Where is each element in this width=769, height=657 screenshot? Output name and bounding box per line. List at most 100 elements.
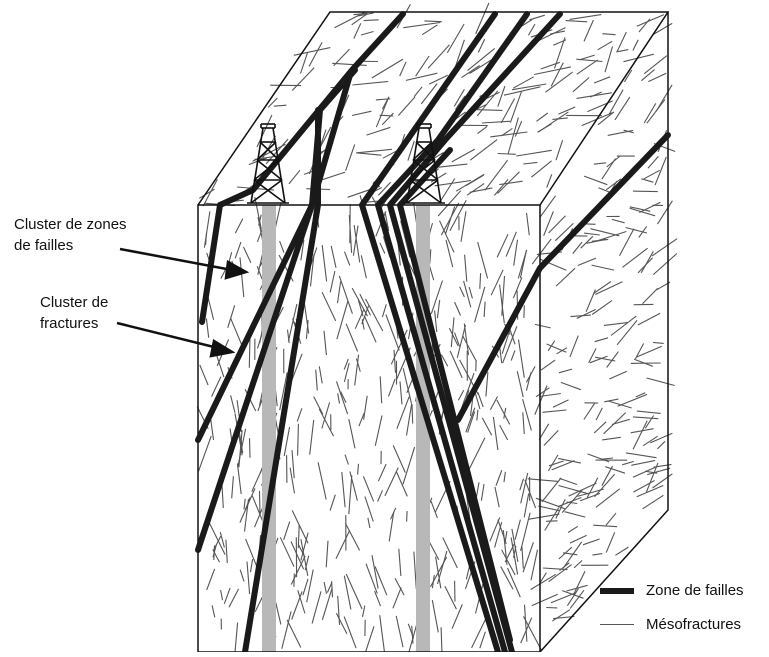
mesofracture: [644, 56, 667, 74]
mesofracture: [521, 513, 531, 551]
mesofracture: [486, 372, 488, 396]
mesofracture: [478, 126, 488, 133]
mesofracture: [635, 344, 643, 359]
mesofracture: [316, 370, 318, 391]
mesofracture: [559, 486, 589, 494]
mesofracture: [355, 309, 364, 328]
mesofracture: [394, 350, 396, 373]
legend-label: Zone de failles: [646, 582, 744, 599]
mesofracture: [460, 287, 465, 297]
mesofracture: [416, 56, 430, 76]
mesofracture: [544, 430, 558, 445]
mesofracture: [537, 113, 548, 121]
mesofracture: [607, 157, 620, 168]
mesofracture: [501, 99, 514, 124]
mesofracture: [552, 610, 570, 621]
mesofracture: [566, 21, 588, 22]
mesofracture: [563, 542, 581, 568]
mesofracture: [495, 487, 499, 507]
mesofracture: [511, 350, 515, 360]
arrowhead-fault-cluster: [226, 262, 246, 278]
mesofracture: [240, 570, 244, 582]
mesofracture: [641, 251, 653, 272]
mesofracture: [361, 32, 373, 36]
mesofracture: [400, 62, 406, 76]
mesofracture: [545, 508, 559, 531]
mesofracture: [482, 121, 510, 123]
mesofracture: [657, 441, 665, 449]
mesofracture: [368, 518, 370, 528]
mesofracture: [606, 532, 615, 552]
mesofracture: [292, 591, 302, 619]
mesofracture: [592, 554, 602, 556]
mesofracture: [596, 408, 602, 420]
mesofracture: [380, 243, 385, 254]
mesofracture: [354, 23, 361, 38]
mesofracture: [526, 366, 535, 382]
mesofracture: [648, 73, 666, 81]
mesofracture: [615, 547, 628, 555]
mesofracture: [644, 170, 660, 179]
mesofracture: [314, 397, 323, 415]
mesofracture: [389, 379, 396, 396]
mesofracture: [576, 59, 602, 61]
legend-label: Mésofractures: [646, 616, 741, 633]
mesofracture: [639, 226, 647, 237]
mesofracture: [412, 404, 413, 424]
mesofracture: [432, 600, 438, 632]
mesofracture: [467, 184, 484, 196]
mesofracture: [605, 467, 625, 474]
mesofracture: [322, 245, 326, 281]
mesofracture: [531, 550, 538, 580]
mesofracture: [577, 60, 598, 74]
mesofracture: [294, 48, 331, 56]
mesofracture: [567, 589, 578, 606]
mesofracture: [237, 463, 241, 494]
mesofracture: [617, 32, 626, 51]
mesofracture: [312, 591, 321, 623]
mesofracture: [324, 331, 326, 355]
mesofracture: [232, 476, 234, 498]
mesofracture: [332, 581, 333, 597]
mesofracture: [437, 300, 439, 318]
mesofracture: [280, 537, 294, 566]
mesofracture: [449, 328, 458, 346]
mesofracture: [515, 520, 520, 540]
mesofracture: [633, 191, 658, 192]
mesofracture: [637, 411, 661, 413]
mesofracture: [366, 299, 383, 331]
mesofracture: [346, 144, 355, 170]
mesofracture: [446, 240, 453, 267]
mesofracture: [363, 626, 375, 652]
mesofracture: [652, 239, 677, 256]
mesofracture: [480, 632, 486, 649]
mesofracture: [342, 472, 345, 507]
mesofracture: [393, 587, 401, 608]
mesofracture: [335, 12, 366, 28]
mesofracture: [517, 371, 523, 397]
mesofracture: [345, 523, 359, 550]
mesofracture: [658, 201, 673, 224]
mesofracture: [605, 47, 613, 73]
mesofracture: [199, 189, 214, 198]
mesofracture: [338, 282, 341, 304]
mesofracture: [519, 340, 525, 378]
legend-item-mesofractures: Mésofractures: [600, 616, 741, 633]
mesofracture: [226, 540, 227, 563]
mesofracture: [490, 517, 500, 541]
mesofracture: [650, 433, 672, 443]
mesofracture: [541, 62, 560, 69]
mesofracture: [206, 319, 208, 338]
mesofracture: [598, 41, 613, 50]
mesofracture: [490, 132, 527, 137]
mesofracture: [498, 86, 505, 106]
mesofracture: [588, 454, 610, 462]
mesofracture: [485, 160, 508, 190]
mesofracture: [284, 427, 289, 456]
mesofracture: [500, 425, 508, 440]
mesofracture: [364, 396, 368, 420]
label-line: de failles: [14, 235, 127, 256]
mesofracture: [523, 542, 533, 572]
mesofracture: [556, 140, 563, 160]
mesofracture: [643, 288, 658, 304]
